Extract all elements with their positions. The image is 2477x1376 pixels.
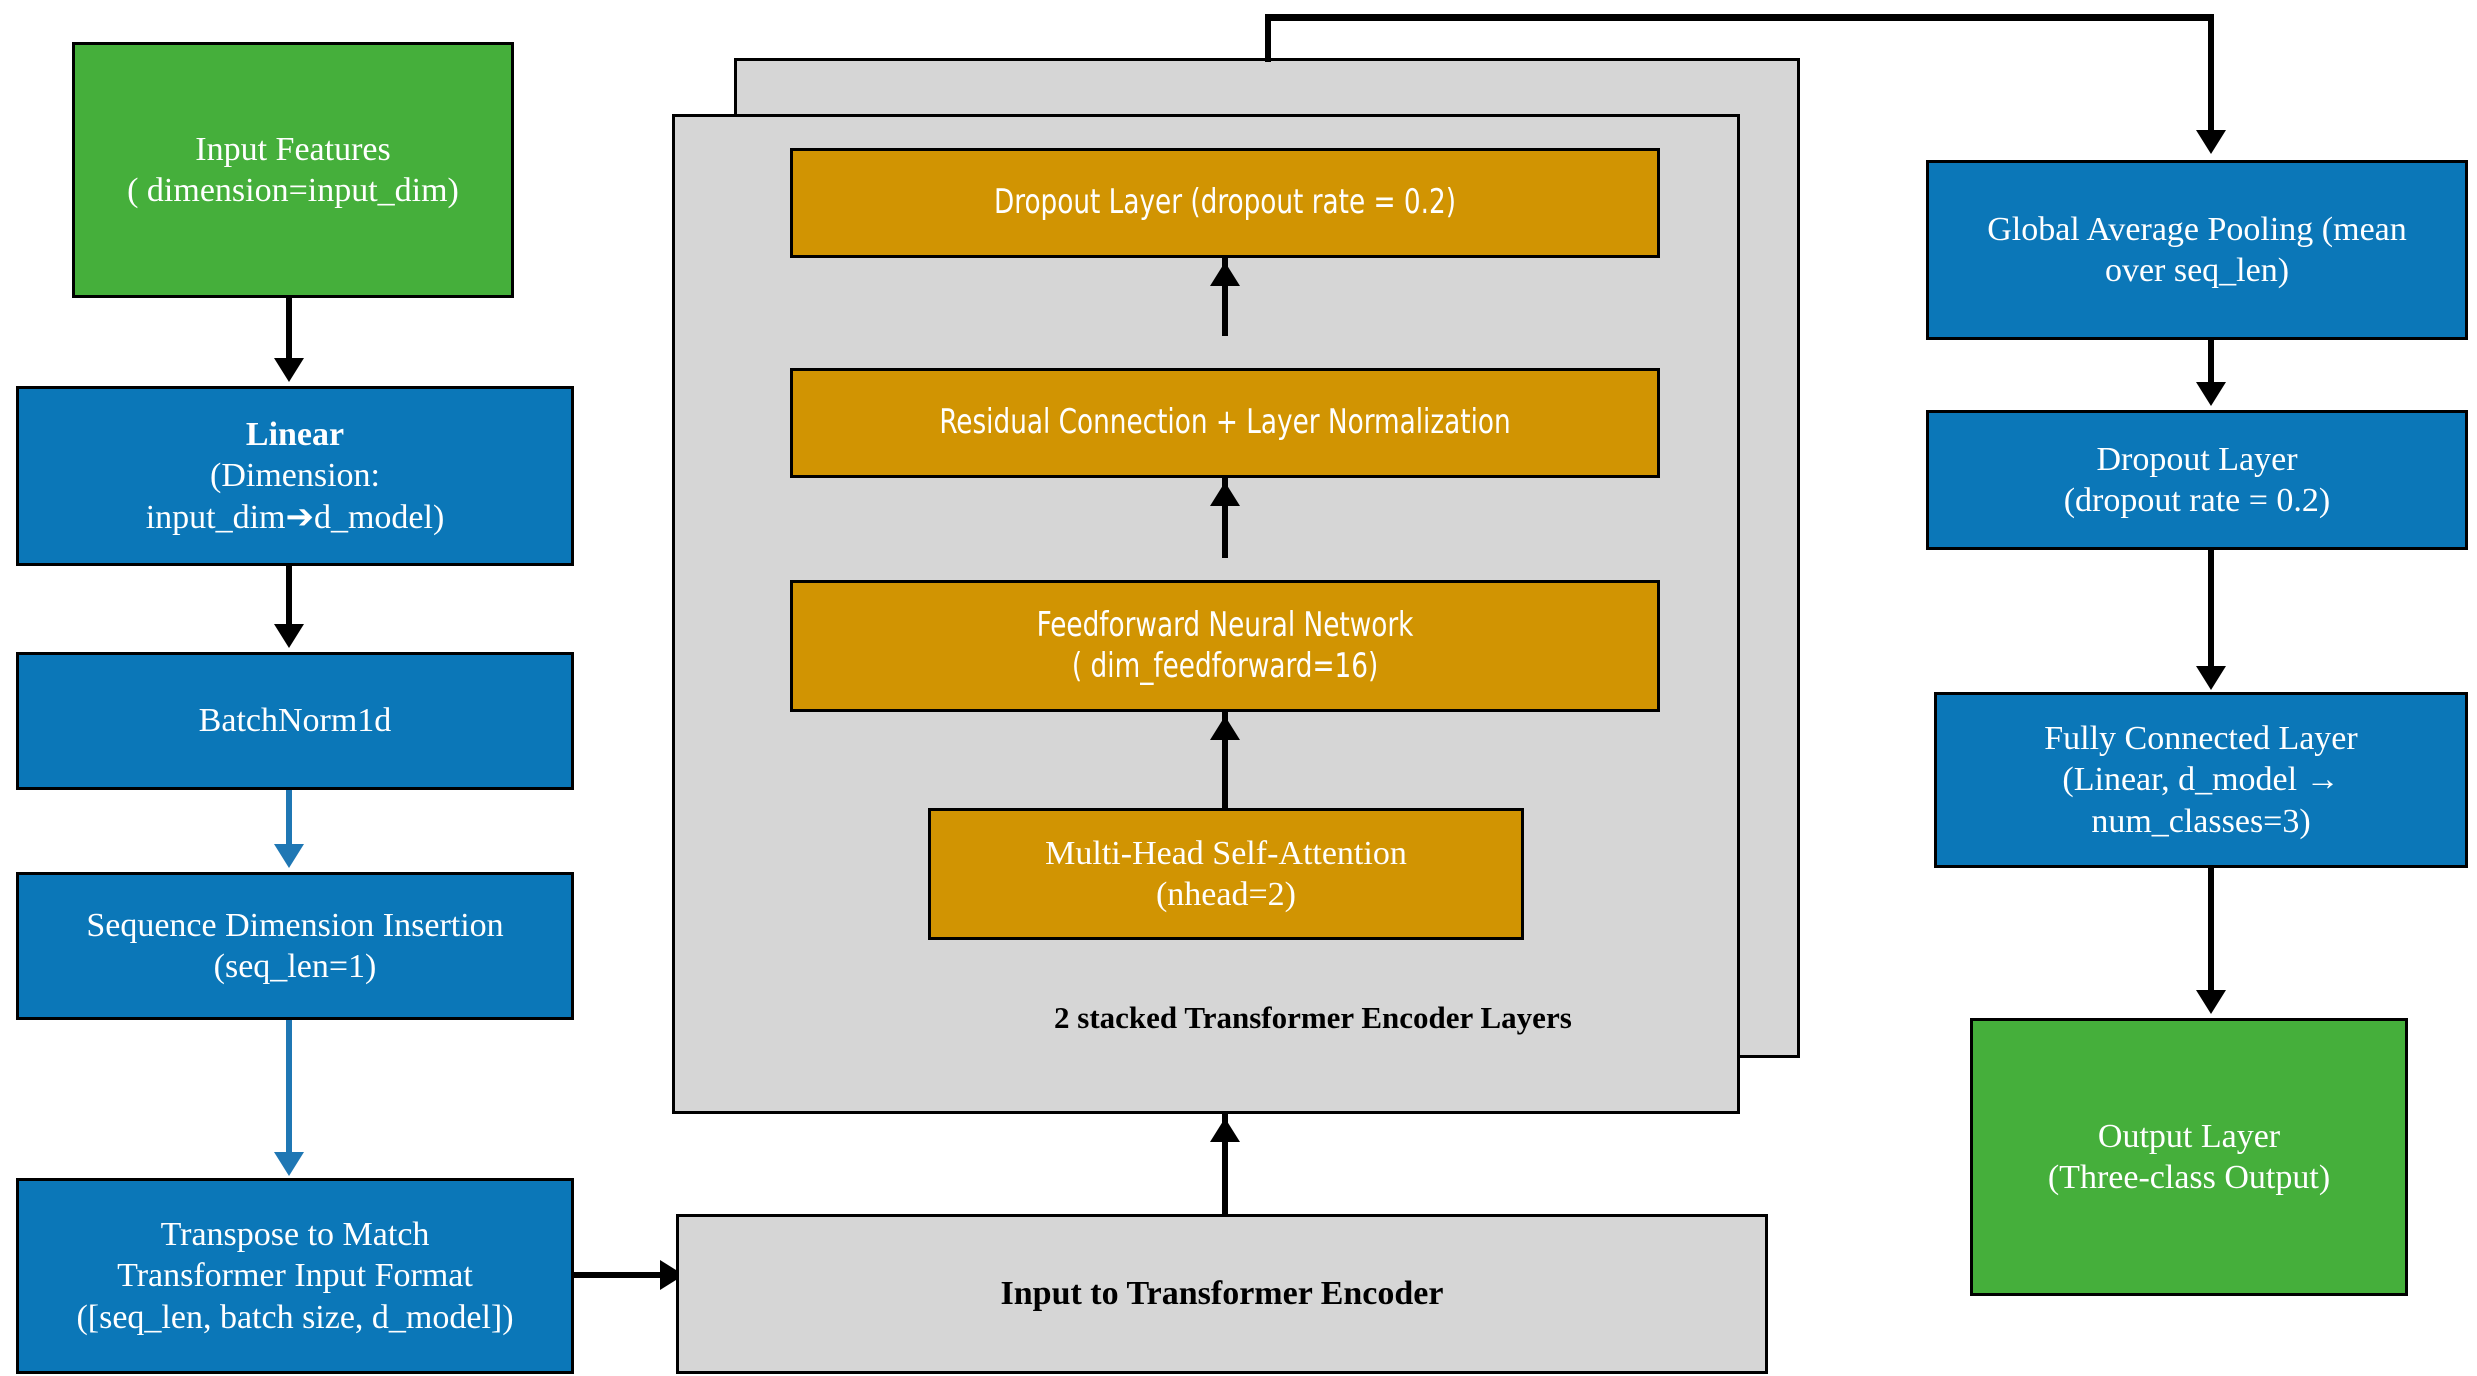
arrow-input-to-linear-shaft (286, 298, 292, 362)
right-dropout-line-2: (dropout rate = 0.2) (2063, 482, 2331, 519)
ffn-line-1: Feedforward Neural Network (1036, 604, 1414, 645)
arrow-residual-to-dropout-head (1210, 262, 1240, 286)
arrow-encoderinput-to-panel-head (1210, 1118, 1240, 1142)
arrow-transpose-to-encoderinput-shaft (574, 1272, 676, 1278)
arrow-ffn-to-residual-shaft (1222, 478, 1228, 558)
node-linear: Linear (Dimension: input_dim➔d_model) (16, 386, 574, 566)
node-sequence-dimension-insertion: Sequence Dimension Insertion (seq_len=1) (16, 872, 574, 1020)
encoder-dropout-line-1: Dropout Layer (dropout rate = 0.2) (994, 182, 1456, 223)
batchnorm-line-1: BatchNorm1d (198, 702, 392, 740)
node-fully-connected-layer: Fully Connected Layer (Linear, d_model →… (1934, 692, 2468, 868)
arrow-linear-to-batchnorm-head (274, 624, 304, 648)
arrow-batchnorm-to-seqinsert-head (274, 844, 304, 868)
ffn-line-2: ( dim_feedforward=16) (1071, 646, 1379, 686)
encoder-input-line-1: Input to Transformer Encoder (1000, 1275, 1444, 1313)
fc-line-1: Fully Connected Layer (2044, 719, 2358, 757)
right-dropout-line-1: Dropout Layer (2096, 440, 2298, 478)
node-input-features: Input Features ( dimension=input_dim) (72, 42, 514, 298)
arrow-ffn-to-residual-head (1210, 482, 1240, 506)
arrow-fc-to-output-head (2196, 990, 2226, 1014)
arrow-gap-to-dropout-shaft (2208, 340, 2214, 388)
node-multihead-self-attention: Multi-Head Self-Attention (nhead=2) (928, 808, 1524, 940)
fc-line-2: (Linear, d_model → (2062, 761, 2340, 799)
node-right-dropout: Dropout Layer (dropout rate = 0.2) (1926, 410, 2468, 550)
input-features-line-2: ( dimension=input_dim) (127, 172, 459, 209)
output-line-1: Output Layer (2097, 1117, 2281, 1155)
arrow-input-to-linear-head (274, 358, 304, 382)
linear-line-1: Linear (245, 415, 345, 453)
fc-line-3: num_classes=3) (2091, 802, 2311, 840)
linear-line-3: input_dim➔d_model) (145, 498, 445, 536)
node-input-to-transformer-encoder: Input to Transformer Encoder (676, 1214, 1768, 1374)
arrow-seqinsert-to-transpose-head (274, 1152, 304, 1176)
linear-line-2: (Dimension: (210, 457, 380, 495)
gap-line-2: over seq_len) (2104, 252, 2290, 289)
gap-line-1: Global Average Pooling (mean (1987, 210, 2407, 248)
node-global-average-pooling: Global Average Pooling (mean over seq_le… (1926, 160, 2468, 340)
node-feedforward-network: Feedforward Neural Network ( dim_feedfor… (790, 580, 1660, 712)
arrow-residual-to-dropout-shaft (1222, 258, 1228, 336)
output-line-2: (Three-class Output) (2047, 1159, 2331, 1196)
input-features-line-1: Input Features (195, 130, 391, 168)
encoder-panel-label: 2 stacked Transformer Encoder Layers (1054, 1000, 1572, 1035)
seq-insert-line-1: Sequence Dimension Insertion (86, 906, 504, 944)
node-output-layer: Output Layer (Three-class Output) (1970, 1018, 2408, 1296)
arrow-seqinsert-to-transpose-shaft (286, 1020, 292, 1168)
arrow-linear-to-batchnorm-shaft (286, 566, 292, 628)
arrow-batchnorm-to-seqinsert-shaft (286, 790, 292, 848)
seq-insert-line-2: (seq_len=1) (213, 948, 377, 985)
arrow-attention-to-ffn-head (1210, 716, 1240, 740)
arrow-dropout-to-fc-shaft (2208, 550, 2214, 672)
elbow-encoder-to-gap-horizontal (1265, 14, 2214, 21)
arrow-encoderinput-to-panel-shaft (1222, 1114, 1228, 1214)
node-transpose: Transpose to Match Transformer Input For… (16, 1178, 574, 1374)
node-batchnorm1d: BatchNorm1d (16, 652, 574, 790)
residual-line-1: Residual Connection + Layer Normalizatio… (939, 402, 1511, 443)
arrow-fc-to-output-shaft (2208, 868, 2214, 1008)
transpose-line-2: Transformer Input Format (117, 1257, 473, 1295)
elbow-encoder-to-gap-vertical-left (1265, 14, 1271, 62)
arrow-dropout-to-fc-head (2196, 666, 2226, 690)
transpose-line-3: ([seq_len, batch size, d_model]) (76, 1298, 514, 1336)
node-residual-layernorm: Residual Connection + Layer Normalizatio… (790, 368, 1660, 478)
arrow-gap-to-dropout-head (2196, 382, 2226, 406)
arrow-attention-to-ffn-shaft (1222, 712, 1228, 812)
node-encoder-dropout: Dropout Layer (dropout rate = 0.2) (790, 148, 1660, 258)
attention-line-1: Multi-Head Self-Attention (1045, 834, 1407, 872)
attention-line-2: (nhead=2) (1155, 876, 1296, 913)
elbow-encoder-to-gap-head (2196, 130, 2226, 154)
transpose-line-1: Transpose to Match (160, 1215, 430, 1253)
elbow-encoder-to-gap-vertical-right (2208, 14, 2214, 136)
